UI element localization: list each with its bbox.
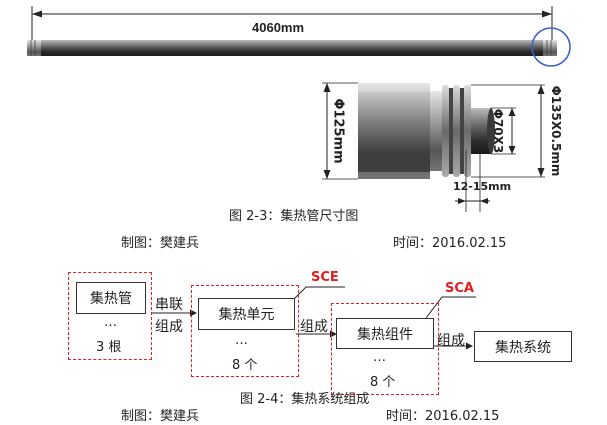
tube-dots: … <box>104 315 117 330</box>
sce-label: SCE <box>311 270 339 285</box>
unit-label: 集热单元 <box>218 307 275 323</box>
link-compose-3: 组成 <box>437 333 465 349</box>
assembly-label: 集热组件 <box>357 326 413 343</box>
assembly-count: 8 个 <box>370 375 396 390</box>
sca-leader <box>425 296 476 319</box>
inner-diameter-dimension <box>491 107 516 155</box>
outer-diameter-dimension <box>322 82 358 180</box>
end-detail <box>358 83 495 179</box>
unit-group <box>191 285 299 377</box>
assembly-box: 集热组件 <box>336 318 434 349</box>
length-label: 4060mm <box>252 20 305 35</box>
system-box: 集热系统 <box>474 331 572 362</box>
gap-label: 12-15mm <box>453 180 512 193</box>
link-compose-2: 组成 <box>300 319 328 335</box>
tube-box: 集热管 <box>76 282 146 314</box>
detail-circle <box>531 27 571 67</box>
unit-dots: … <box>235 333 248 348</box>
length-dimension <box>31 6 553 40</box>
link-series: 串联 <box>155 297 183 313</box>
figure-date-2-3: 时间：2016.02.15 <box>393 236 507 251</box>
gap-dimension <box>455 150 490 212</box>
unit-count: 8 个 <box>232 358 258 373</box>
tube-label: 集热管 <box>90 291 132 307</box>
tube-count: 3 根 <box>96 340 122 355</box>
sca-label: SCA <box>445 281 474 296</box>
link-compose-1: 组成 <box>155 319 183 335</box>
figure-date-2-4: 时间：2016.02.15 <box>386 409 500 424</box>
assembly-dots: … <box>373 350 386 365</box>
unit-box: 集热单元 <box>198 298 295 330</box>
tube-body <box>27 40 557 56</box>
figure-caption-2-4: 图 2-4：集热系统组成 <box>240 392 370 407</box>
figure-maker-2-3: 制图：樊建兵 <box>121 236 200 251</box>
system-label: 集热系统 <box>495 339 551 356</box>
glass-diameter-dimension <box>471 84 545 178</box>
figure-maker-2-4: 制图：樊建兵 <box>121 409 200 424</box>
sce-leader <box>289 286 345 304</box>
figure-caption-2-3: 图 2-3：集热管尺寸图 <box>229 209 359 224</box>
tube-group <box>68 272 152 360</box>
assembly-group <box>331 303 439 395</box>
